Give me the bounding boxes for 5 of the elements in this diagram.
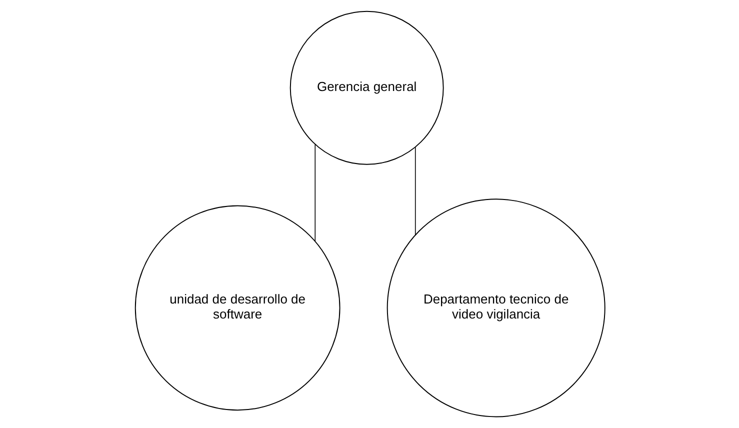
node-circle: Departamento tecnico de video vigilancia (386, 198, 605, 418)
node-circle: Gerencia general (289, 10, 444, 165)
node-circle: unidad de desarrollo de software (134, 205, 340, 411)
connector (314, 144, 316, 242)
connector (414, 146, 416, 236)
